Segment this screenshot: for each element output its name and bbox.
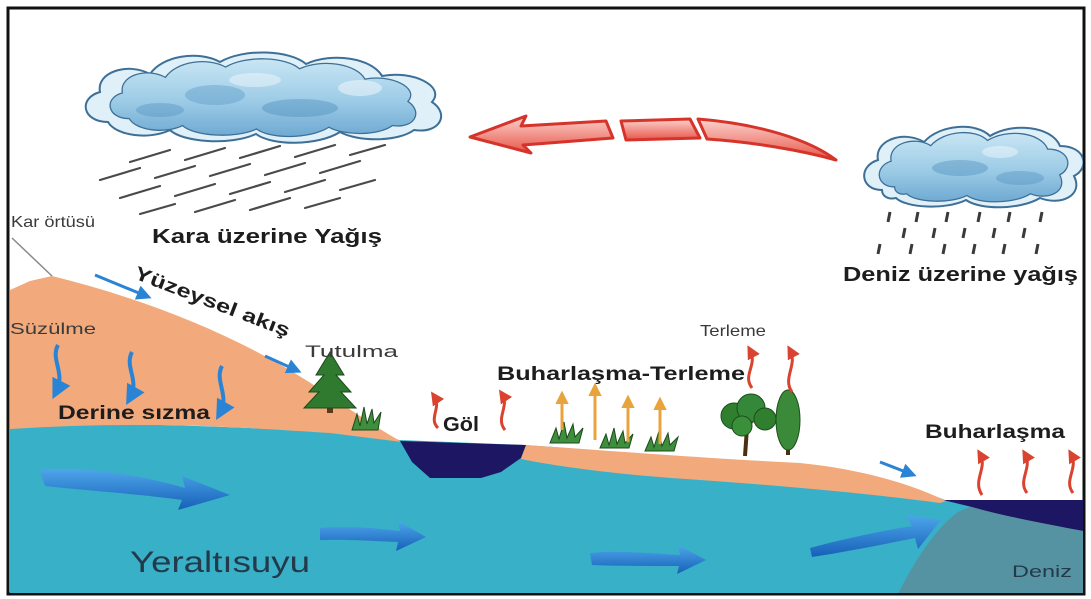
lake-label: Göl: [443, 414, 479, 436]
rain-cloud-icon: [864, 127, 1083, 207]
sea-label: Deniz: [1012, 562, 1072, 581]
deep-percolation-label: Derine sızma: [58, 403, 211, 424]
evaporation-label: Buharlaşma: [925, 422, 1066, 443]
evapotranspiration-label: Buharlaşma-Terleme: [497, 364, 745, 385]
transpiration-label: Terleme: [700, 323, 766, 340]
interception-label: Tutulma: [305, 342, 399, 361]
infiltration-label: Süzülme: [10, 321, 96, 338]
groundwater-label: Yeraltısuyu: [130, 546, 310, 579]
land-precipitation-label: Kara üzerine Yağış: [152, 226, 382, 248]
sea-precipitation-label: Deniz üzerine yağış: [843, 264, 1078, 286]
snow-cover-label: Kar örtüsü: [11, 214, 95, 231]
